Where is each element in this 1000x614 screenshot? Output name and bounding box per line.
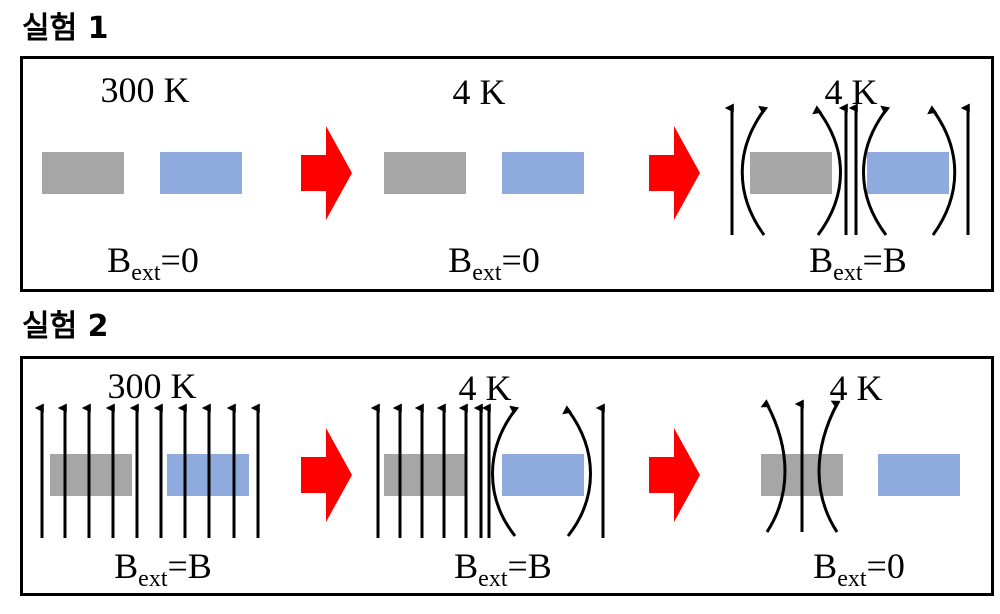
blue-sample	[502, 454, 584, 496]
external-field-label: Bext=0	[448, 240, 540, 286]
field-line	[817, 400, 841, 533]
gray-sample	[42, 152, 124, 194]
process-arrow-icon	[301, 126, 352, 220]
blue-sample	[867, 152, 949, 194]
external-field-label: Bext=B	[114, 546, 212, 592]
external-field-label: Bext=B	[809, 240, 907, 286]
experiment-1-title: 실험 1	[22, 11, 109, 46]
temperature-label: 4 K	[452, 72, 506, 112]
external-field-label: Bext=0	[813, 546, 905, 592]
blue-sample	[160, 152, 242, 194]
blue-sample	[878, 454, 960, 496]
field-line	[760, 399, 787, 533]
temperature-label: 300 K	[100, 70, 190, 110]
temperature-label: 4 K	[829, 368, 883, 408]
field-line	[862, 105, 891, 236]
field-line	[562, 405, 592, 537]
field-line	[927, 105, 957, 236]
field-line	[740, 105, 769, 236]
external-field-label: Bext=B	[454, 546, 552, 592]
gray-sample	[750, 152, 832, 194]
temperature-label: 4 K	[458, 368, 512, 408]
process-arrow-icon	[301, 428, 352, 522]
blue-sample	[502, 152, 584, 194]
temperature-label: 4 K	[824, 72, 878, 112]
field-line	[491, 405, 520, 537]
field-line	[812, 105, 842, 236]
experiment-2-title: 실험 2	[22, 309, 109, 344]
temperature-label: 300 K	[107, 366, 197, 406]
gray-sample	[384, 454, 466, 496]
process-arrow-icon	[649, 428, 700, 522]
process-arrow-icon	[649, 126, 700, 220]
external-field-label: Bext=0	[107, 240, 199, 286]
gray-sample	[384, 152, 466, 194]
